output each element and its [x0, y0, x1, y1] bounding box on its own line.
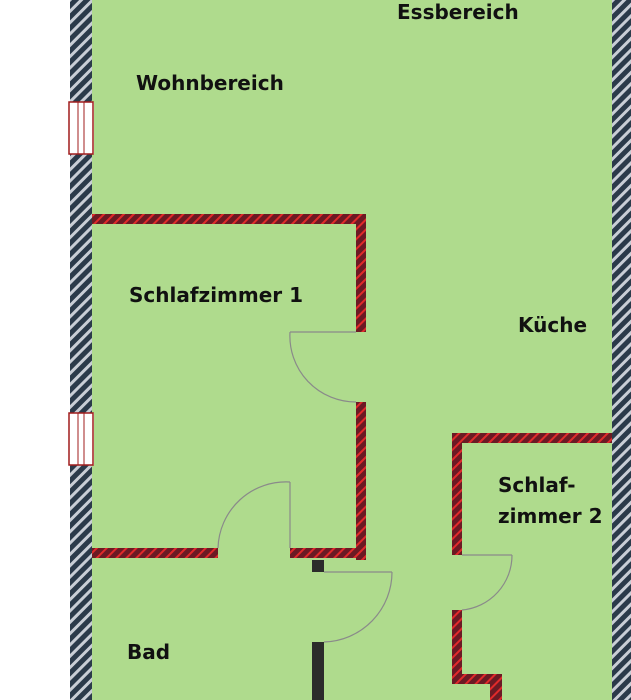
room-label-bad: Bad: [127, 640, 170, 664]
wall-sz2-step: [452, 674, 502, 684]
exterior-wall-right: [612, 0, 631, 700]
wall-sz1-right-upper: [356, 214, 366, 332]
room-label-schlafzimmer-2-line2: zimmer 2: [498, 504, 602, 528]
door-corridor: [323, 571, 393, 643]
wall-sz2-top: [452, 433, 612, 443]
floor-area: [92, 0, 612, 700]
room-label-essbereich: Essbereich: [397, 0, 519, 24]
door-schlafzimmer-2: [461, 554, 513, 611]
wall-sz1-bottom-left: [92, 548, 218, 558]
door-schlafzimmer-1: [289, 331, 357, 403]
door-bad: [217, 481, 291, 549]
room-label-schlafzimmer-2-line1: Schlaf-: [498, 473, 576, 497]
window-lower: [68, 412, 94, 466]
wall-bad-right-stub: [312, 560, 324, 572]
wall-sz2-left-upper: [452, 433, 462, 555]
exterior-wall-left: [70, 0, 92, 700]
room-label-schlafzimmer-1: Schlafzimmer 1: [129, 283, 303, 307]
wall-bad-right: [312, 642, 324, 700]
wall-sz2-left-lower: [452, 610, 462, 684]
wall-sz1-bottom-right: [290, 548, 366, 558]
wall-sz1-right-lower: [356, 402, 366, 560]
wall-sz2-step-down: [490, 674, 502, 700]
window-upper: [68, 101, 94, 155]
room-label-wohnbereich: Wohnbereich: [136, 71, 284, 95]
wall-sz1-top: [92, 214, 366, 224]
room-label-kueche: Küche: [518, 313, 587, 337]
